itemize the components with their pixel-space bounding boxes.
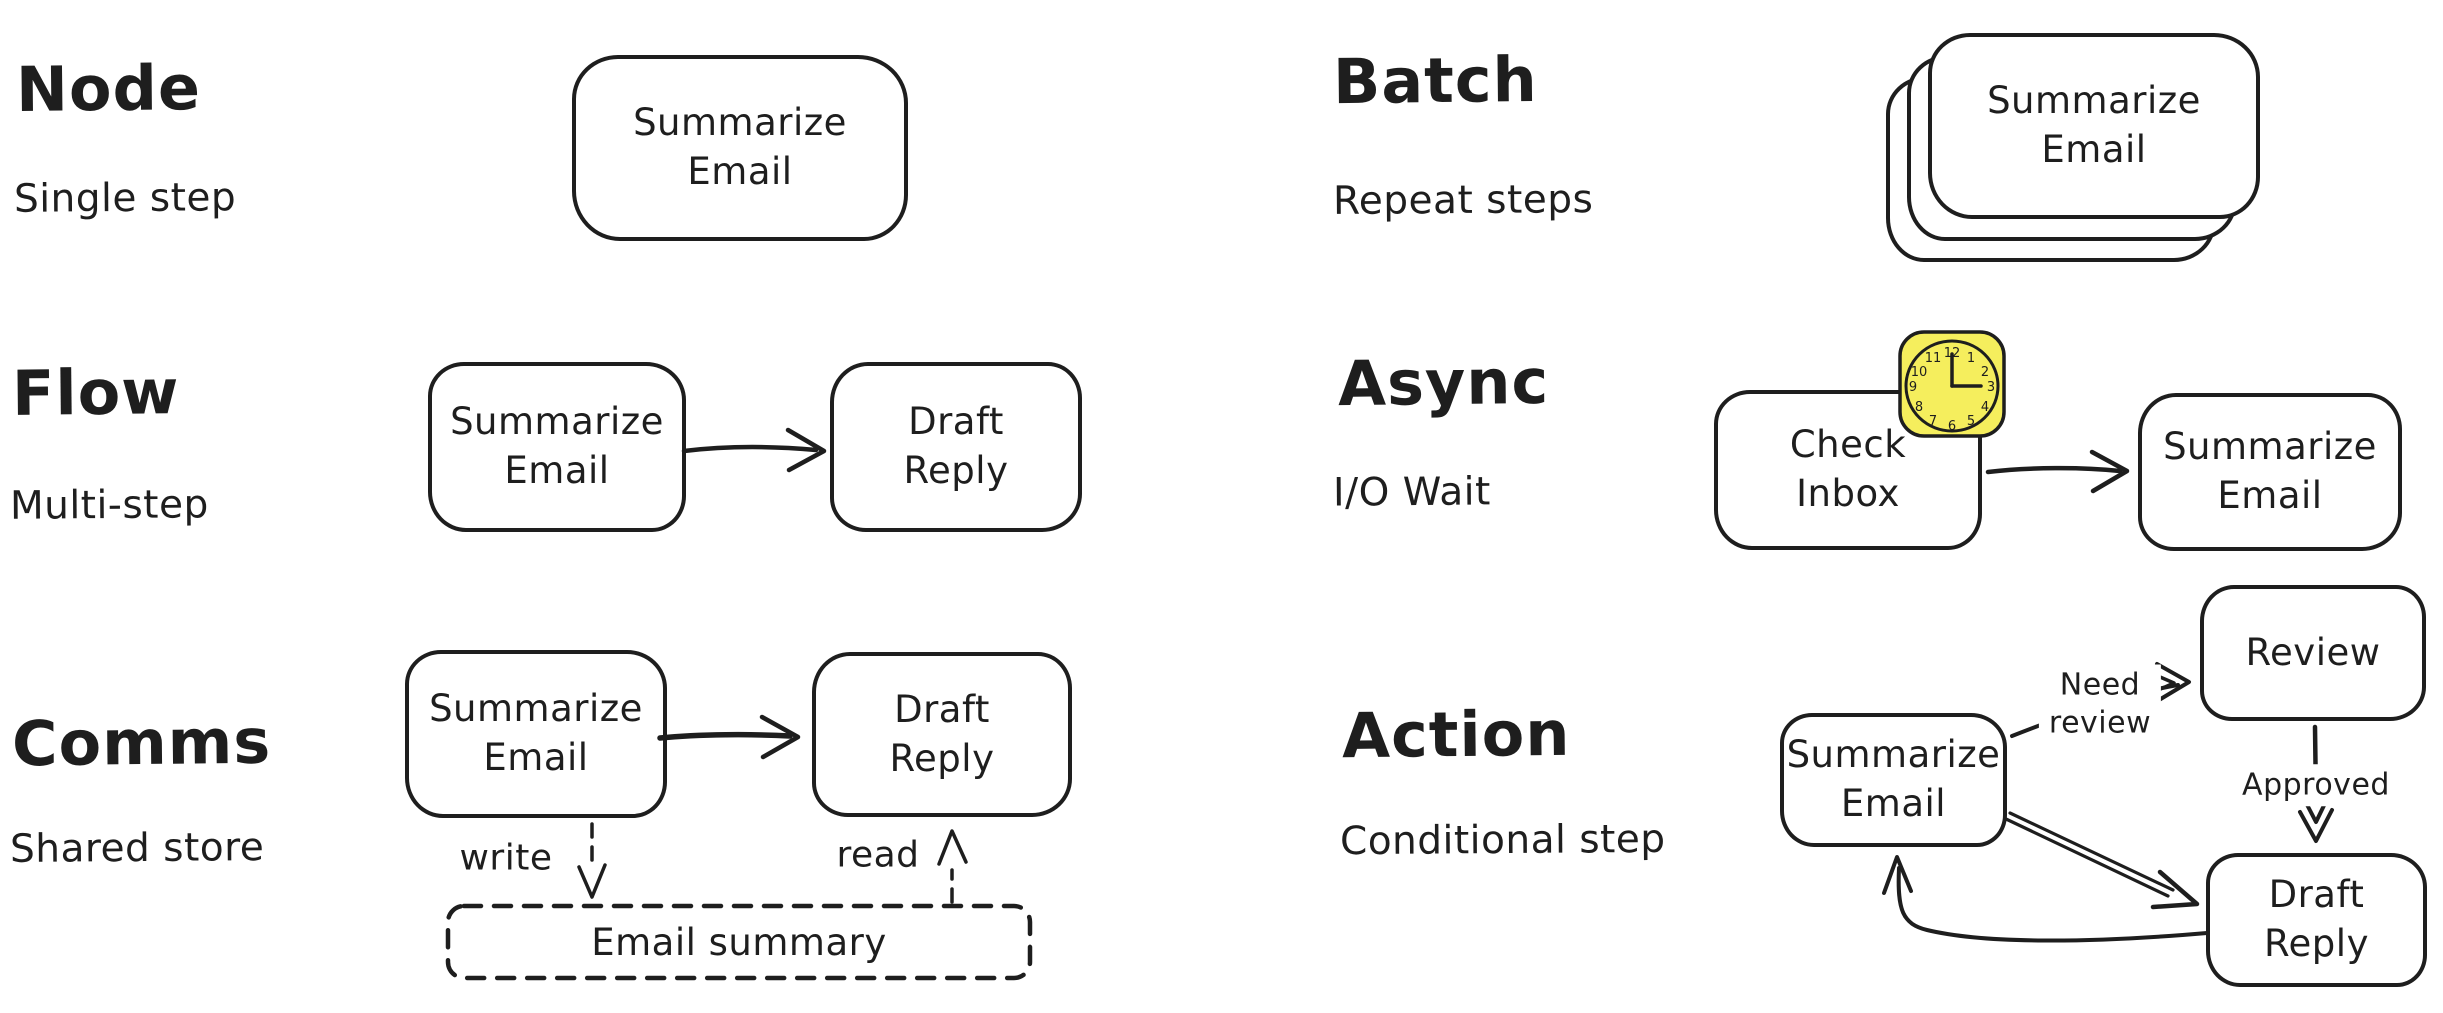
- clock-number: 5: [1967, 414, 1975, 429]
- action-approved-label: Approved: [2232, 764, 2400, 806]
- comms-draft-reply-label: Draft Reply: [889, 687, 995, 780]
- section-title-batch: Batch: [1332, 42, 1539, 119]
- flow-summarize-email-label: Summarize Email: [450, 400, 664, 492]
- arrow-action-loop-back: [1882, 855, 2209, 943]
- action-review-label: Review: [2245, 630, 2381, 674]
- arrow-comms-read: [937, 829, 968, 904]
- arrow-comms-summarize-to-draft: [657, 714, 801, 760]
- clock-number: 10: [1911, 365, 1928, 380]
- action-review-box[interactable]: Review: [2200, 585, 2426, 721]
- section-subtitle-batch: Repeat steps: [1332, 177, 1594, 224]
- comms-draft-reply-box[interactable]: Draft Reply: [812, 652, 1072, 817]
- section-subtitle-comms: Shared store: [9, 825, 265, 872]
- flow-draft-reply-box[interactable]: Draft Reply: [830, 362, 1082, 532]
- section-subtitle-async: I/O Wait: [1332, 469, 1491, 516]
- node-summarize-email-label: Summarize Email: [633, 101, 847, 193]
- comms-write-label: write: [459, 837, 553, 879]
- section-subtitle-node: Single step: [13, 175, 237, 222]
- section-title-action: Action: [1341, 696, 1571, 773]
- clock-icon[interactable]: 12 1 2 3 4 5 6 7 8 9 10 11: [1896, 328, 2008, 440]
- flow-summarize-email-box[interactable]: Summarize Email: [428, 362, 686, 532]
- node-summarize-email-box[interactable]: Summarize Email: [572, 55, 908, 241]
- clock-number: 8: [1915, 400, 1923, 415]
- arrow-async-check-to-summarize: [1985, 449, 2130, 494]
- section-title-node: Node: [15, 51, 202, 126]
- section-title-comms: Comms: [11, 704, 272, 781]
- section-title-flow: Flow: [11, 355, 180, 430]
- clock-number: 11: [1925, 351, 1942, 366]
- comms-read-label: read: [836, 834, 920, 876]
- comms-store-label: Email summary: [591, 920, 887, 964]
- comms-summarize-email-label: Summarize Email: [429, 687, 643, 779]
- async-summarize-email-box[interactable]: Summarize Email: [2138, 393, 2402, 551]
- arrow-action-summarize-to-draft: [2004, 811, 2200, 910]
- clock-number: 12: [1944, 346, 1961, 361]
- clock-icon-face: [1904, 339, 2000, 433]
- clock-number: 2: [1981, 365, 1989, 380]
- clock-number: 7: [1929, 414, 1937, 429]
- async-summarize-email-label: Summarize Email: [2163, 425, 2377, 517]
- comms-summarize-email-box[interactable]: Summarize Email: [405, 650, 667, 818]
- action-draft-reply-label: Draft Reply: [2264, 873, 2369, 965]
- section-subtitle-flow: Multi-step: [9, 482, 209, 529]
- clock-number: 4: [1981, 400, 1989, 415]
- clock-number: 9: [1909, 380, 1917, 395]
- clock-number: 1: [1967, 351, 1975, 366]
- clock-number: 6: [1948, 419, 1956, 434]
- batch-summarize-email-label: Summarize Email: [1987, 79, 2201, 171]
- async-check-inbox-label: Check Inbox: [1789, 423, 1907, 515]
- action-summarize-email-box[interactable]: Summarize Email: [1780, 713, 2007, 847]
- batch-summarize-email-box: Summarize Email: [1928, 33, 2260, 219]
- arrow-comms-write: [577, 822, 607, 899]
- clock-number: 3: [1987, 380, 1995, 395]
- section-title-async: Async: [1337, 344, 1550, 421]
- action-summarize-email-label: Summarize Email: [1786, 733, 2001, 825]
- arrow-flow-summarize-to-draft: [681, 427, 827, 473]
- section-subtitle-action: Conditional step: [1339, 816, 1666, 865]
- flow-draft-reply-label: Draft Reply: [903, 400, 1009, 492]
- comms-store-box[interactable]: Email summary: [448, 906, 1030, 978]
- action-need-review-label: Need review: [2038, 664, 2162, 744]
- action-draft-reply-box[interactable]: Draft Reply: [2206, 853, 2427, 987]
